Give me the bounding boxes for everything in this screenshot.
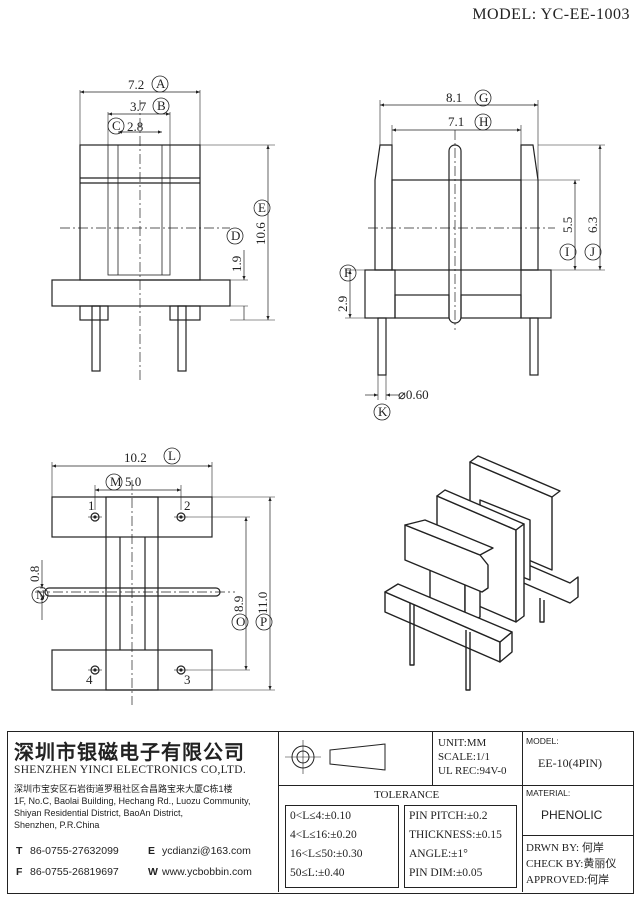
drawn-by: DRWN BY: 何岸 [526,842,604,854]
front-view-labels: 7.2 3.7 2.8 A B C E D 10.6 1.9 [112,76,268,272]
marker-a: A [156,76,166,91]
tolerance-right-box: PIN PITCH:±0.2 THICKNESS:±0.15 ANGLE:±1°… [404,805,517,888]
ul-label: UL REC:94V-0 [438,765,507,777]
side-view [339,89,605,421]
dim-bottom-width: 10.2 [124,450,147,465]
fax-label: F [16,866,23,878]
pin-number-2: 2 [184,498,191,513]
marker-g: G [479,90,488,105]
marker-m: M [110,474,122,489]
address-en-1: 1F, No.C, Baolai Building, Hechang Rd., … [14,796,251,806]
material-label: MATERIAL: [526,788,571,798]
dim-pin-diameter: ⌀0.60 [398,387,429,402]
side-view-labels: 8.1 7.1 5.5 6.3 2.9 ⌀0.60 G H I J F K [335,90,600,419]
tolerance-left-0: 0<L≤4:±0.10 [290,810,351,822]
marker-i: I [565,244,569,259]
dim-pin-pitch-x: 5.0 [125,474,141,489]
dim-front-height: 10.6 [253,222,268,245]
dim-side-inner-width: 7.1 [448,114,464,129]
marker-f: F [344,265,351,280]
pin-number-4: 4 [86,672,93,687]
projection-symbol [285,740,386,774]
email: ycdianzi@163.com [162,845,251,857]
marker-d: D [231,228,240,243]
telephone-label: T [16,845,23,857]
model-box-value: EE-10(4PIN) [538,756,602,770]
marker-n: N [36,587,46,602]
material-value: PHENOLIC [541,808,603,822]
model-header: MODEL: YC-EE-1003 [472,6,630,23]
dim-front-base: 1.9 [229,256,244,272]
marker-h: H [479,114,488,129]
website-label: W [148,866,158,878]
company-name-en: SHENZHEN YINCI ELECTRONICS CO,LTD. [14,764,246,776]
dim-pin-pitch-y: 8.9 [231,596,246,612]
address-cn: 深圳市宝安区石岩街道罗租社区合昌路宝来大厦C栋1楼 [14,784,233,794]
isometric-view [384,455,579,691]
marker-j: J [590,244,595,259]
dim-front-slot: 2.8 [127,119,143,134]
company-name-cn: 深圳市银磁电子有限公司 [14,740,245,764]
telephone: 86-0755-27632099 [30,845,119,857]
tolerance-left-2: 16<L≤50:±0.30 [290,848,363,860]
tolerance-left-3: 50≤L:±0.40 [290,867,345,879]
fax-row: F 86-0755-26819697 [16,866,119,878]
address-en-2: Shiyan Residential District, BaoAn Distr… [14,808,184,818]
dim-flange-thickness: 0.8 [27,566,42,582]
marker-o: O [236,614,245,629]
marker-k: K [378,404,388,419]
marker-e: E [258,200,266,215]
tolerance-left-1: 4<L≤16:±0.20 [290,829,357,841]
approved-by: APPROVED:何岸 [526,874,610,886]
title-block: 深圳市银磁电子有限公司 SHENZHEN YINCI ELECTRONICS C… [7,731,634,894]
dim-front-core-width: 3.7 [130,99,147,114]
dim-side-window: 5.5 [560,217,575,233]
fax: 86-0755-26819697 [30,866,119,878]
dim-side-base: 2.9 [335,296,350,312]
tolerance-right-1: THICKNESS:±0.15 [409,829,502,841]
marker-b: B [157,98,166,113]
model-box-label: MODEL: [526,736,559,746]
dim-front-width: 7.2 [128,77,144,92]
scale-label: SCALE:1/1 [438,751,490,763]
bottom-view [31,447,275,705]
dim-side-height: 6.3 [585,217,600,233]
tolerance-left-box: 0<L≤4:±0.10 4<L≤16:±0.20 16<L≤50:±0.30 5… [285,805,399,888]
unit-label: UNIT:MM [438,737,487,749]
pin-number-3: 3 [184,672,191,687]
email-label: E [148,845,156,857]
pin-number-1: 1 [88,498,95,513]
bottom-view-labels: 10.2 5.0 0.8 8.9 11.0 L M N O P 1 2 3 4 [27,448,270,687]
website: www.ycbobbin.com [162,866,252,878]
tolerance-right-3: PIN DIM:±0.05 [409,867,483,879]
address-en-3: Shenzhen, P.R.China [14,820,100,830]
marker-c: C [112,118,121,133]
front-view [51,75,275,380]
marker-p: P [260,614,267,629]
telephone-row: T 86-0755-27632099 [16,845,119,857]
checked-by: CHECK BY:黄丽仪 [526,858,617,870]
tolerance-title: TOLERANCE [374,789,440,801]
marker-l: L [168,448,176,463]
tolerance-right-0: PIN PITCH:±0.2 [409,810,488,822]
dim-side-width: 8.1 [446,90,462,105]
tolerance-right-2: ANGLE:±1° [409,848,468,860]
dim-bottom-length: 11.0 [255,592,270,614]
